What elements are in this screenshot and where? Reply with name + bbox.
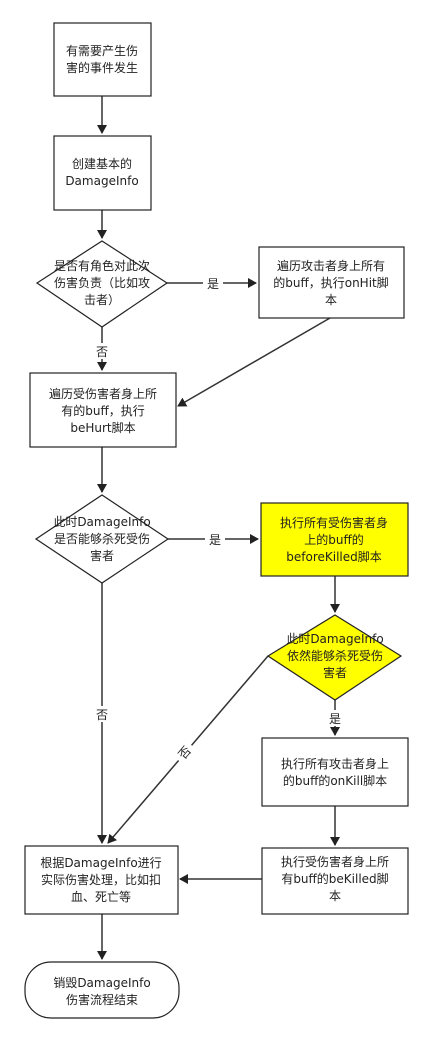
edge-label-d2-no: 否: [96, 708, 108, 722]
svg-text:DamageInfo: DamageInfo: [65, 174, 138, 188]
node-attacker-onhit: [258, 246, 405, 319]
svg-text:的buff，执行onHit脚: 的buff，执行onHit脚: [273, 275, 389, 290]
svg-text:害者: 害者: [90, 548, 114, 563]
edge-label-d1-no: 否: [96, 345, 108, 359]
svg-text:有的buff，执行: 有的buff，执行: [61, 403, 145, 418]
svg-text:销毁DamageInfo: 销毁DamageInfo: [53, 975, 150, 990]
svg-text:上的buff的: 上的buff的: [304, 532, 364, 547]
nodes: 有需要产生伤 害的事件发生 创建基本的 DamageInfo 是否有角色对此次 …: [24, 22, 409, 1019]
node-victim-beforekilled: [260, 502, 409, 577]
terminal-end: [24, 961, 180, 1019]
svg-text:害者: 害者: [323, 665, 347, 680]
svg-text:害的事件发生: 害的事件发生: [66, 60, 138, 75]
svg-text:实际伤害处理，比如扣: 实际伤害处理，比如扣: [41, 872, 161, 887]
svg-text:击者）: 击者）: [84, 293, 120, 307]
svg-text:遍历受伤害者身上所: 遍历受伤害者身上所: [49, 386, 157, 401]
svg-text:根据DamageInfo进行: 根据DamageInfo进行: [40, 856, 161, 870]
svg-text:此时DamageInfo: 此时DamageInfo: [286, 632, 383, 646]
svg-text:的buff的onKill脚本: 的buff的onKill脚本: [283, 773, 387, 788]
node-victim-bekilled: [261, 847, 409, 915]
svg-text:是否有角色对此次: 是否有角色对此次: [54, 259, 150, 273]
node-create-damageinfo: [53, 135, 152, 211]
svg-text:beHurt脚本: beHurt脚本: [70, 420, 135, 435]
edge-label-d1-yes: 是: [207, 277, 219, 291]
svg-text:本: 本: [329, 889, 341, 903]
node-attacker-onkill: [261, 737, 409, 807]
svg-text:执行所有攻击者身上: 执行所有攻击者身上: [281, 756, 389, 771]
svg-text:血、死亡等: 血、死亡等: [71, 890, 131, 904]
svg-text:执行受伤害者身上所: 执行受伤害者身上所: [281, 854, 389, 869]
decision-can-kill: [34, 494, 170, 584]
decision-still-can-kill: [266, 614, 403, 701]
node-apply-damage: [24, 845, 179, 915]
edge-label-d2-yes: 是: [209, 533, 221, 547]
svg-text:伤害流程结束: 伤害流程结束: [66, 992, 138, 1007]
svg-text:beforeKilled脚本: beforeKilled脚本: [286, 549, 382, 564]
svg-text:有需要产生伤: 有需要产生伤: [66, 44, 138, 58]
svg-text:遍历攻击者身上所有: 遍历攻击者身上所有: [277, 258, 385, 273]
edge-n3-n4: [177, 317, 331, 407]
svg-text:依然能够杀死受伤: 依然能够杀死受伤: [287, 648, 383, 663]
edge-labels: 是 否 是 否 是 否: [92, 275, 345, 765]
svg-text:有buff的beKilled脚: 有buff的beKilled脚: [281, 871, 388, 886]
decision-attacker-responsible: [35, 240, 169, 328]
svg-text:此时DamageInfo: 此时DamageInfo: [53, 515, 150, 529]
svg-text:创建基本的: 创建基本的: [72, 156, 132, 171]
edge-label-d3-yes: 是: [329, 712, 341, 726]
svg-text:是否能够杀死受伤: 是否能够杀死受伤: [54, 531, 150, 546]
svg-text:执行所有受伤害者身: 执行所有受伤害者身: [280, 515, 388, 530]
svg-text:伤害负责（比如攻: 伤害负责（比如攻: [54, 275, 150, 290]
edges: [97, 96, 340, 960]
node-event-occurs: [53, 22, 152, 97]
svg-text:本: 本: [325, 293, 337, 307]
node-victim-behurt: [29, 372, 177, 448]
